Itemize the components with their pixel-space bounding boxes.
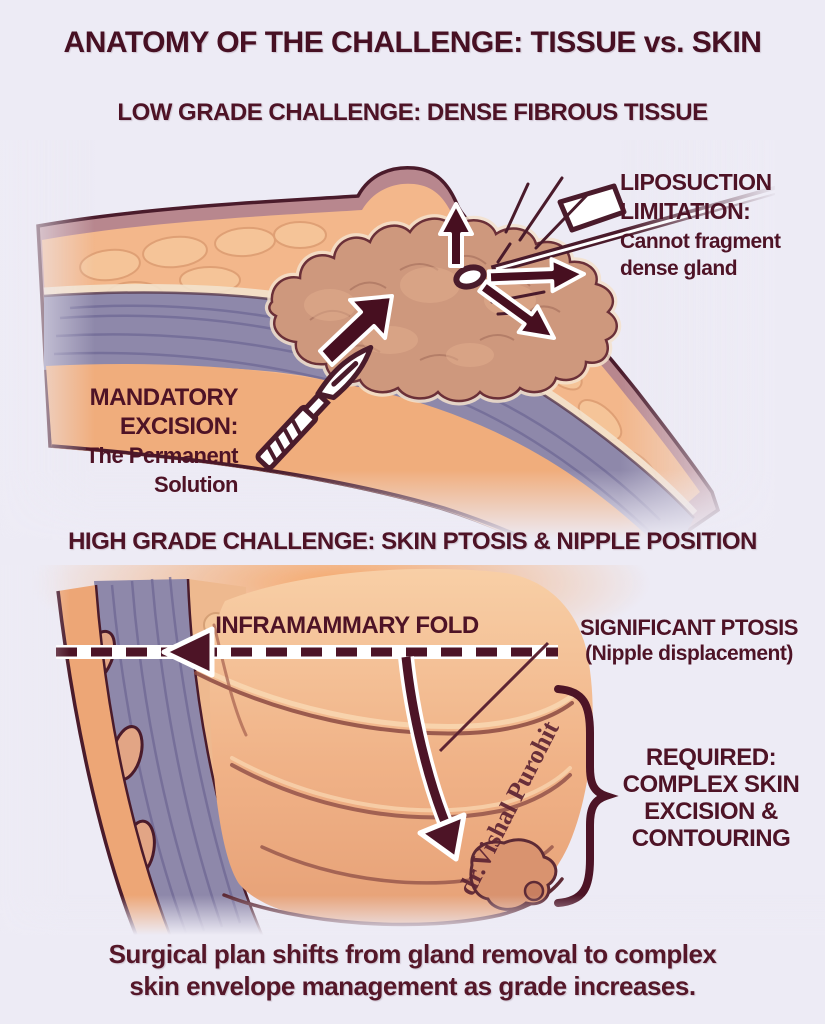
main-title: ANATOMY OF THE CHALLENGE: TISSUE vs. SKI… xyxy=(63,26,762,59)
ptosis-pointer-line xyxy=(438,641,550,753)
significant-ptosis-subtitle: (Nipple displacement) xyxy=(585,642,793,665)
high-grade-heading: HIGH GRADE CHALLENGE: SKIN PTOSIS & NIPP… xyxy=(68,528,757,555)
mandatory-excision-label: MANDATORY EXCISION: The Permanent Soluti… xyxy=(30,383,239,499)
curly-brace xyxy=(554,685,619,907)
nipple-displacement-arrow xyxy=(398,656,467,862)
fold-left-arrowhead xyxy=(161,626,215,678)
mandatory-excision-title: MANDATORY EXCISION: xyxy=(89,384,239,440)
left-fade xyxy=(0,565,70,935)
liposuction-limitation-body: Cannot fragment dense gland xyxy=(620,230,781,280)
skin-ptosis-illustration: dr.Vishal Purohit xyxy=(0,565,825,935)
footer-summary: Surgical plan shifts from gland removal … xyxy=(108,939,717,1001)
significant-ptosis-label: SIGNIFICANT PTOSIS (Nipple displacement) xyxy=(560,615,818,667)
tissue-cross-section-illustration xyxy=(0,140,825,540)
inframammary-fold-dashed-line xyxy=(56,626,558,678)
bottom-fade xyxy=(0,470,825,540)
significant-ptosis-title: SIGNIFICANT PTOSIS xyxy=(580,615,798,640)
low-grade-heading: LOW GRADE CHALLENGE: DENSE FIBROUS TISSU… xyxy=(117,99,708,126)
liposuction-limitation-title: LIPOSUCTION LIMITATION: xyxy=(620,169,772,224)
mandatory-excision-body: The Permanent Solution xyxy=(85,443,239,497)
muscle-striations xyxy=(110,576,242,934)
muscle-layer xyxy=(44,292,694,540)
required-treatment-label: REQUIRED: COMPLEX SKIN EXCISION & CONTOU… xyxy=(622,744,800,852)
deflection-arrows xyxy=(438,202,586,340)
skin-inner-outline xyxy=(94,584,172,935)
scalpel-icon xyxy=(255,344,374,470)
inframammary-fold-label: INFRAMAMMARY FOLD xyxy=(215,612,479,639)
bottom-fade xyxy=(0,895,825,935)
excision-arrow xyxy=(318,294,394,367)
chest-skin-strip xyxy=(58,585,170,935)
liposuction-limitation-label: LIPOSUCTION LIMITATION: Cannot fragment … xyxy=(620,168,825,282)
